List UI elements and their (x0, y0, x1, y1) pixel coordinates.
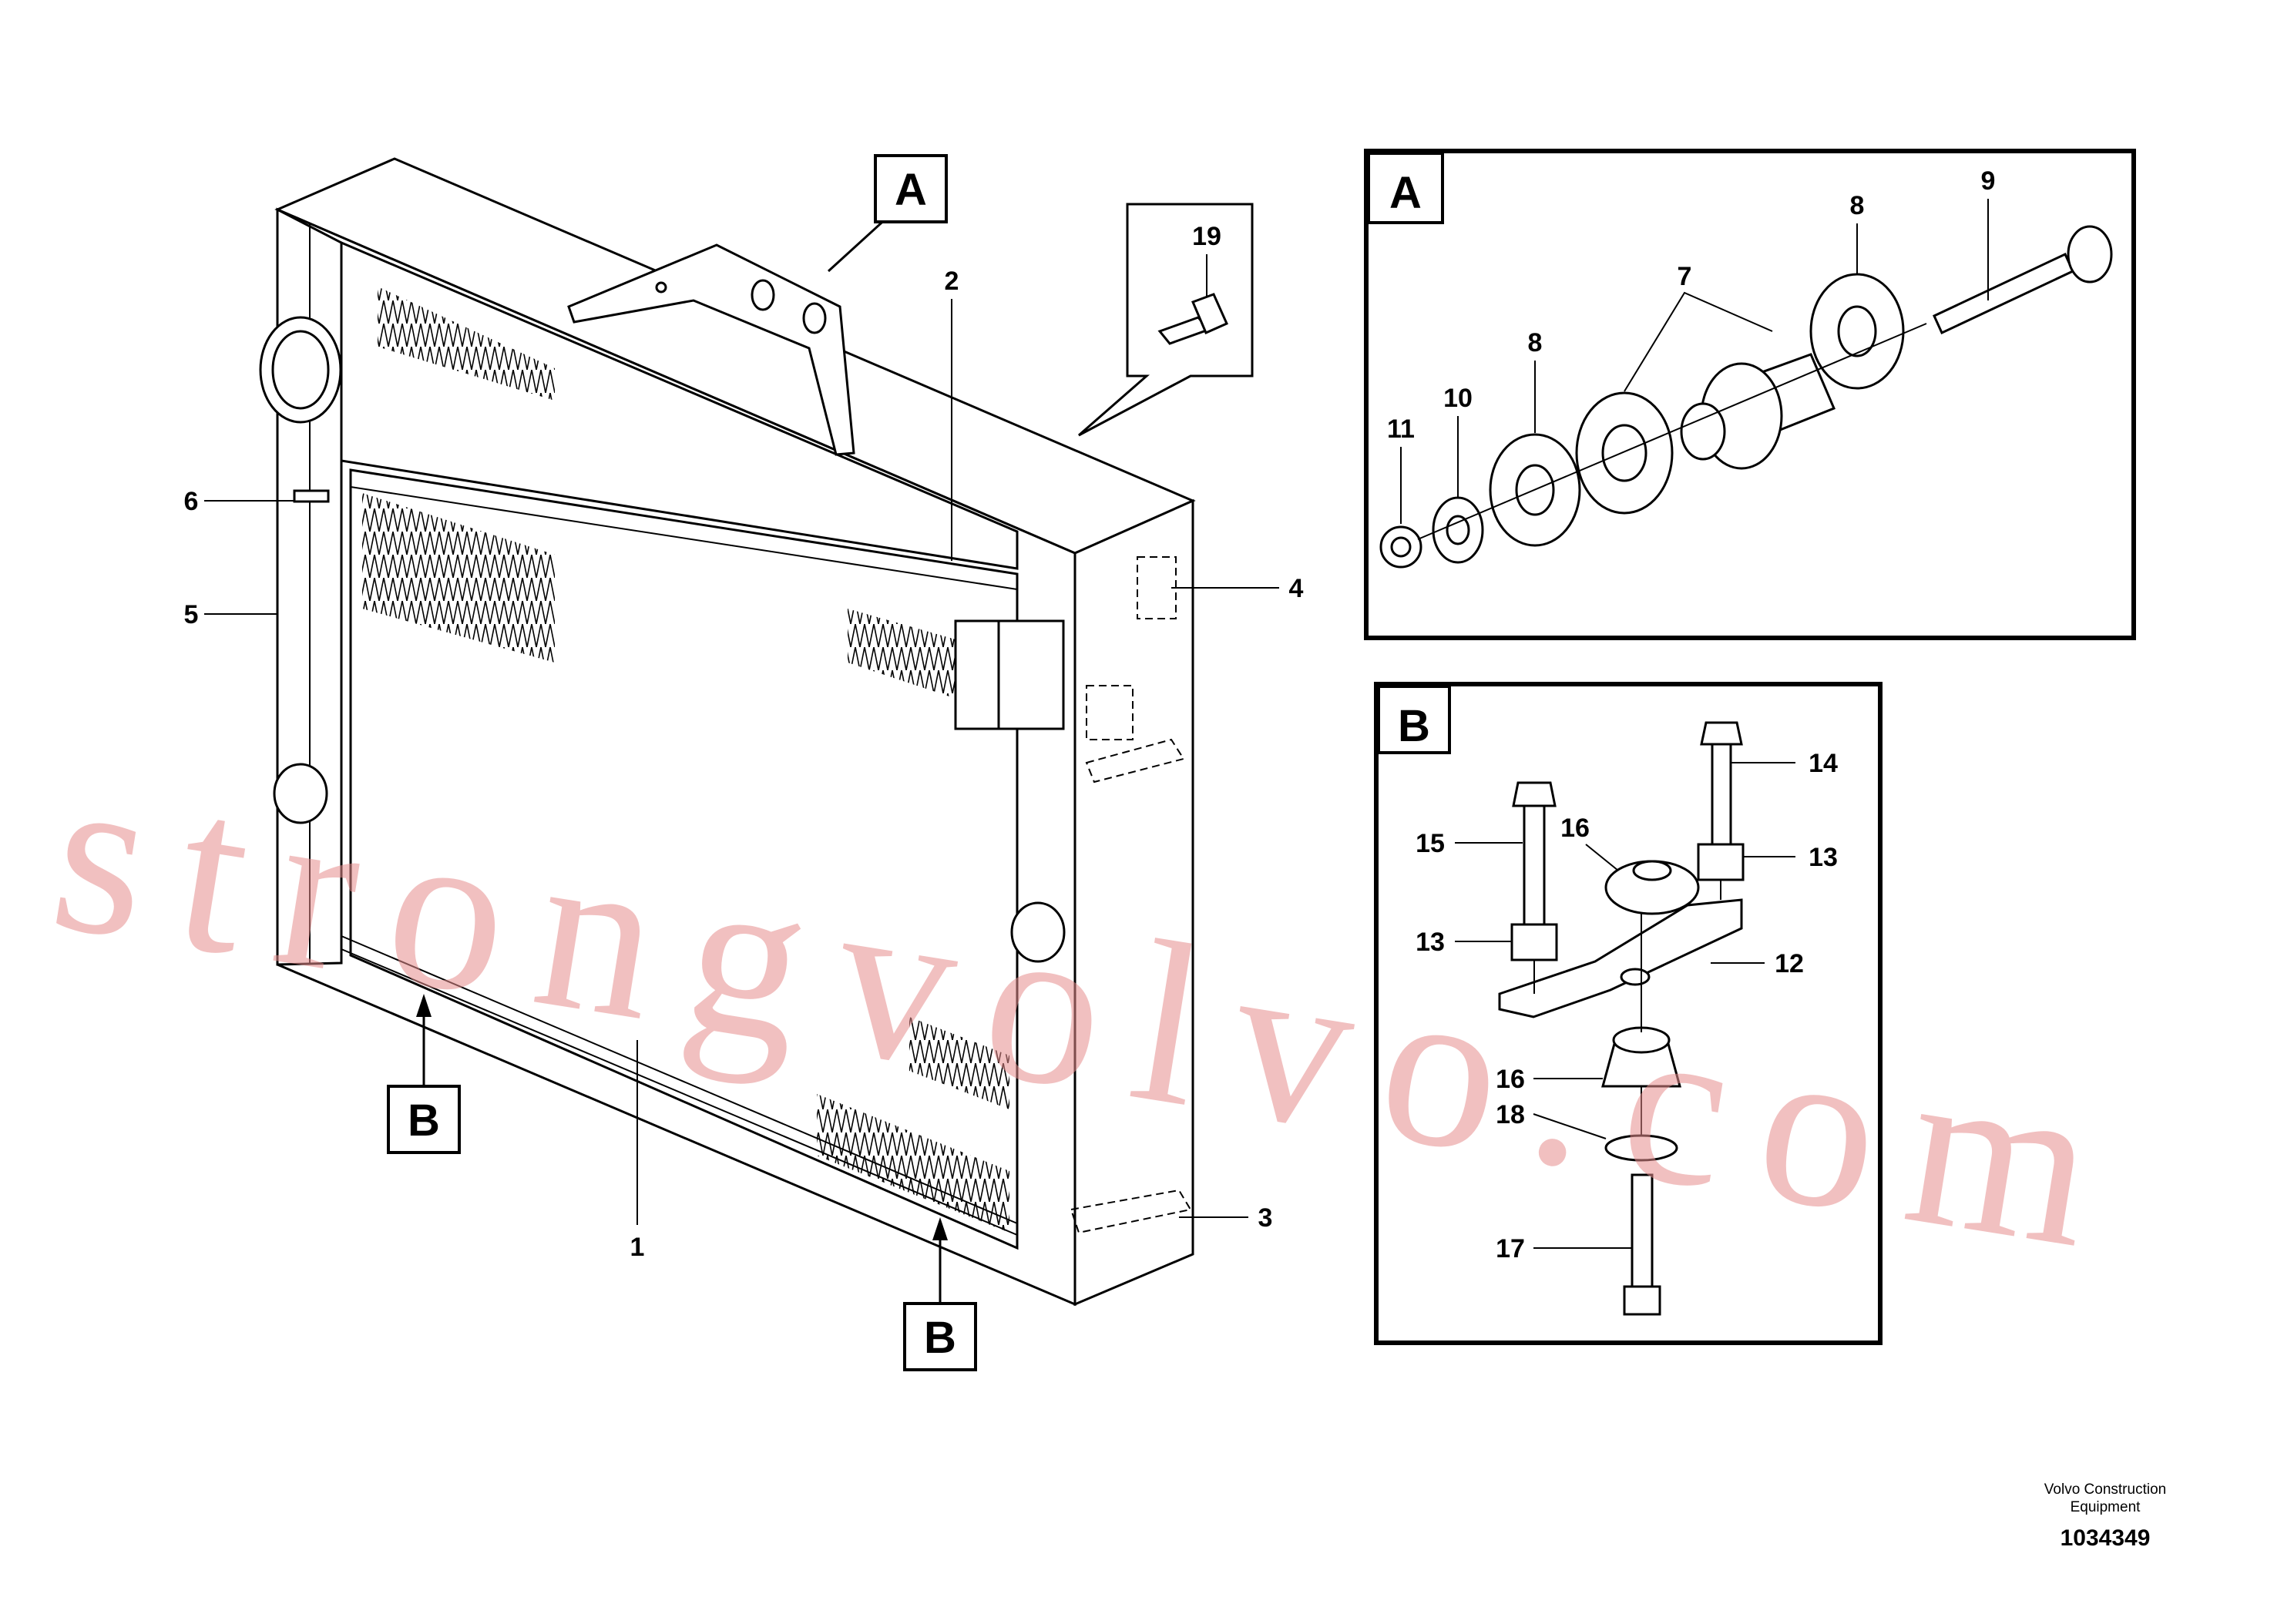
view-b-tag-left[interactable] (387, 1085, 461, 1154)
callout-19: 19 (1192, 222, 1221, 251)
callout-10: 10 (1443, 384, 1473, 413)
view-b-label-left: B (408, 1096, 440, 1146)
callout-14: 14 (1809, 749, 1838, 778)
detail-b-title: B (1398, 701, 1430, 751)
drawing-number: 1034349 (2061, 1525, 2151, 1551)
view-b-arrows (416, 994, 948, 1302)
footer-company-line2: Equipment (2071, 1499, 2141, 1515)
top-bracket (567, 243, 855, 456)
callout-13-right: 13 (1809, 843, 1838, 872)
detail-box-a-tag[interactable] (874, 154, 948, 223)
callout-1: 1 (630, 1233, 645, 1262)
footer-company-line1: Volvo Construction (2044, 1481, 2166, 1498)
main-leaders (204, 299, 1279, 1225)
detail-a-title: A (1389, 168, 1422, 218)
view-b-label-right: B (924, 1313, 956, 1363)
detail-box-a-label: A (895, 165, 927, 215)
callout-16-bottom: 16 (1496, 1065, 1525, 1094)
callout-8-left: 8 (1528, 328, 1543, 357)
callout-18: 18 (1496, 1100, 1525, 1129)
callout-5: 5 (184, 600, 199, 629)
callout-4: 4 (1289, 574, 1304, 603)
callout-2: 2 (945, 267, 959, 296)
view-b-tag-right[interactable] (903, 1302, 977, 1371)
callout-13-left: 13 (1416, 928, 1445, 957)
callout-6: 6 (184, 487, 199, 516)
radiator-assembly (259, 157, 1196, 1307)
callout-15: 15 (1416, 829, 1445, 858)
detail-b (1374, 682, 1883, 1345)
callout-17: 17 (1496, 1234, 1525, 1263)
callout-7: 7 (1678, 262, 1692, 291)
callout-11: 11 (1387, 414, 1415, 444)
callout-12: 12 (1775, 949, 1804, 978)
callout-16-top: 16 (1560, 814, 1590, 843)
callout-3: 3 (1258, 1203, 1273, 1233)
detail-a (1364, 149, 2136, 640)
callout-9: 9 (1981, 166, 1996, 196)
callout-box-19 (1078, 203, 1254, 437)
callout-8-right: 8 (1850, 191, 1865, 220)
